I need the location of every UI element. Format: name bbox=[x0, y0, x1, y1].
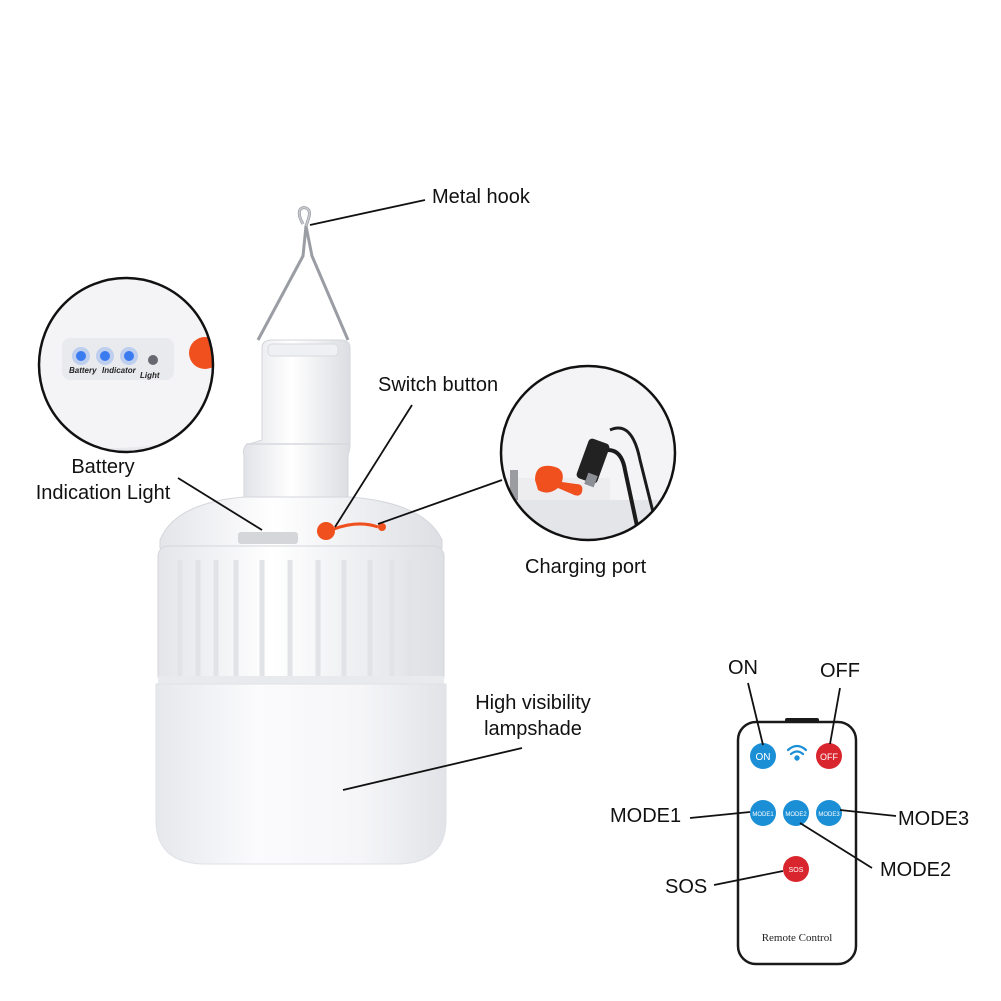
leader-on bbox=[747, 682, 764, 746]
leader-lampshade bbox=[342, 747, 523, 791]
leader-battery bbox=[177, 477, 263, 531]
battery-indicator-zoom: Battery Indicator Light bbox=[37, 276, 215, 454]
remote-on-button[interactable]: ON bbox=[756, 752, 771, 763]
callout-mode1: MODE1 bbox=[610, 805, 682, 827]
label-lampshade-line1: High visibility bbox=[475, 692, 591, 714]
remote-on-button-shape bbox=[750, 743, 776, 769]
remote-sos-button[interactable]: SOS bbox=[789, 867, 804, 874]
callout-mode3: MODE3 bbox=[898, 808, 970, 830]
label-switch-button: Switch button bbox=[378, 374, 499, 396]
label-battery-line1: Battery bbox=[71, 456, 135, 478]
leader-metal-hook bbox=[309, 199, 426, 226]
remote-sos-button-shape bbox=[783, 856, 809, 882]
remote-mode2-button[interactable]: MODE2 bbox=[785, 812, 807, 818]
wifi-icon bbox=[786, 744, 808, 761]
remote-mode3-button-shape bbox=[816, 800, 842, 826]
remote-mode1-button-shape bbox=[750, 800, 776, 826]
label-charging-port: Charging port bbox=[525, 556, 647, 578]
lamp-indicator-slot bbox=[238, 532, 298, 544]
leader-lines bbox=[177, 199, 897, 886]
indicator-label-light: Light bbox=[140, 371, 160, 380]
leader-switch-button bbox=[334, 404, 413, 528]
lamp-ribs bbox=[177, 560, 429, 680]
remote-caption: Remote Control bbox=[762, 932, 833, 944]
lamp-bulb-illustration bbox=[155, 206, 447, 865]
label-lampshade-line2: lampshade bbox=[484, 718, 582, 740]
remote-off-button[interactable]: OFF bbox=[820, 752, 838, 762]
leader-mode3 bbox=[839, 809, 897, 817]
indicator-label-battery: Battery bbox=[69, 366, 97, 375]
charging-port-cover bbox=[535, 465, 583, 496]
leader-sos bbox=[713, 870, 784, 886]
charging-port-zoom bbox=[499, 364, 677, 542]
lamp-ribbed-body bbox=[157, 545, 445, 687]
remote-mode1-button[interactable]: MODE1 bbox=[752, 812, 774, 818]
leader-mode2 bbox=[799, 822, 873, 869]
metal-hook-wire bbox=[256, 206, 350, 341]
callout-mode2: MODE2 bbox=[880, 859, 952, 881]
remote-mode3-button[interactable]: MODE3 bbox=[818, 812, 840, 818]
leader-off bbox=[829, 687, 841, 745]
callout-off: OFF bbox=[820, 660, 860, 682]
remote-off-button-shape bbox=[816, 743, 842, 769]
lamp-lampshade bbox=[155, 683, 447, 865]
zoom-switch-button bbox=[189, 337, 213, 369]
remote-control-illustration bbox=[736, 718, 858, 966]
label-lampshade: High visibility lampshade bbox=[462, 690, 604, 742]
remote-mode2-button-shape bbox=[783, 800, 809, 826]
callout-sos: SOS bbox=[665, 876, 708, 898]
lamp-switch-button bbox=[317, 522, 335, 540]
leader-mode1 bbox=[689, 811, 751, 819]
lamp-shoulder bbox=[159, 496, 443, 549]
lamp-neck bbox=[242, 339, 351, 501]
label-battery-indication: Battery Indication Light bbox=[28, 454, 178, 506]
label-battery-line2: Indication Light bbox=[35, 482, 171, 504]
leader-charging-port bbox=[377, 479, 503, 525]
indicator-label-indicator: Indicator bbox=[102, 366, 137, 375]
callout-on: ON bbox=[728, 657, 758, 679]
remote-body bbox=[736, 720, 858, 966]
label-metal-hook: Metal hook bbox=[432, 186, 530, 208]
